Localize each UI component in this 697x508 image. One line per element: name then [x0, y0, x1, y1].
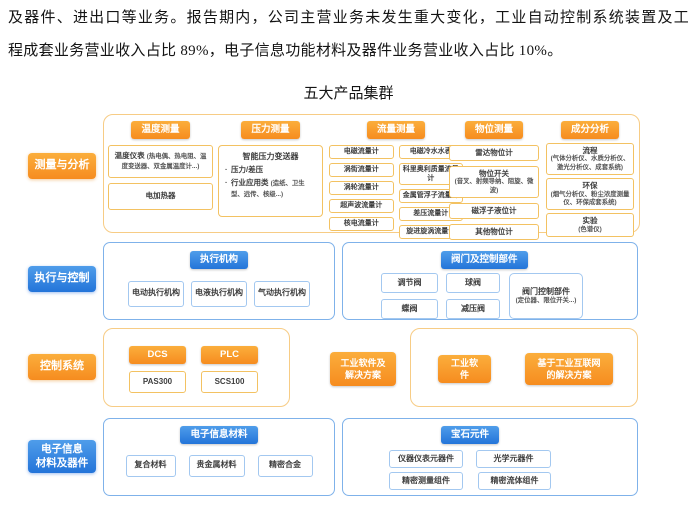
item-title: 温度仪表: [114, 150, 145, 160]
product-item: 电动执行机构: [128, 280, 184, 307]
flow-header: 流量测量: [366, 121, 425, 139]
temperature-header: 温度测量: [131, 121, 190, 139]
temperature-column: 温度测量 温度仪表 (热电偶、热电阻、温度变送器、双金属温度计...) 电加热器: [108, 121, 213, 210]
item-subtext: (烟气分析仪、粉尘浓度测量仪、环保成套系统): [550, 190, 630, 206]
actuators-items: 电动执行机构 电液执行机构 气动执行机构: [128, 280, 310, 307]
item-title: 行业应用类: [231, 178, 269, 187]
product-item: 环保 (烟气分析仪、粉尘浓度测量仪、环保成套系统): [546, 177, 634, 211]
pressure-header: 压力测量: [241, 121, 300, 139]
measurement-analysis-panel: 温度测量 温度仪表 (热电偶、热电阻、温度变送器、双金属温度计...) 电加热器…: [103, 114, 640, 240]
analysis-header: 成分分析: [560, 121, 619, 139]
item-title: 阀门控制部件: [522, 286, 570, 296]
item-subtext: (音叉、射频导纳、阻旋、微波): [454, 178, 534, 194]
product-item: 磁浮子液位计: [449, 202, 539, 219]
product-item: 精密测量组件: [389, 472, 463, 490]
industrial-software-badge: 工业软件及解决方案: [330, 352, 396, 386]
level-header: 物位测量: [464, 121, 523, 139]
item-title: 环保: [582, 180, 598, 190]
dcs-group: DCS PAS300: [129, 346, 186, 393]
figure-title: 五大产品集群: [303, 86, 394, 102]
actuators-panel: 执行机构 电动执行机构 电液执行机构 气动执行机构: [103, 242, 335, 320]
product-item: 电加热器: [108, 182, 213, 210]
row-label-control-system: 控制系统: [28, 354, 96, 380]
product-item: 涡街流量计: [329, 162, 394, 177]
paragraph-line-1: 及器件、进出口等业务。报告期内，公司主营业务未发生重大变化，工业自动控制系统装置…: [8, 10, 689, 26]
product-item: 气动执行机构: [254, 280, 310, 307]
product-item: 温度仪表 (热电偶、热电阻、温度变送器、双金属温度计...): [108, 144, 213, 178]
product-item: 超声波流量计: [329, 198, 394, 213]
materials-items: 复合材料 贵金属材料 精密合金: [125, 454, 313, 477]
flow-items: 电磁流量计 涡街流量计 涡轮流量计 超声波流量计 核电流量计 电磁冷水水表 科里…: [329, 144, 463, 239]
product-item: 阀门控制部件 (定位器、限位开关...): [509, 273, 583, 319]
flow-subcolumn-b: 电磁冷水水表 科里奥利质量流量计 金属管浮子流量计 差压流量计 旋进旋涡流量计: [398, 144, 463, 239]
product-item: 贵金属材料: [188, 454, 245, 477]
materials-header: 电子信息材料: [180, 426, 258, 444]
item-title: 流程: [582, 145, 598, 155]
actuators-header: 执行机构: [189, 251, 248, 269]
product-item: 基于工业互联网的解决方案: [525, 353, 613, 385]
product-item: 球阀: [446, 273, 500, 293]
item-title: 物位开关: [479, 168, 509, 178]
product-item: 光学元器件: [476, 450, 551, 468]
valves-header: 阀门及控制部件: [441, 251, 528, 269]
product-item: 电磁流量计: [329, 144, 394, 159]
product-item: 雷达物位计: [449, 144, 539, 161]
pressure-column: 压力测量 智能压力变送器 压力/差压 行业应用类 (造纸、卫生型、远传、核级..…: [218, 121, 323, 217]
product-item: 蝶阀: [381, 299, 438, 319]
software-solutions-panel: 工业软件 基于工业互联网的解决方案: [410, 328, 638, 407]
product-item: 金属管浮子流量计: [398, 188, 463, 203]
product-item: PAS300: [129, 371, 186, 393]
product-item: 复合材料: [125, 454, 176, 477]
product-item: 核电流量计: [329, 216, 394, 231]
product-item: 涡轮流量计: [329, 180, 394, 195]
product-item: 物位开关 (音叉、射频导纳、阻旋、微波): [449, 165, 539, 198]
item-title: 智能压力变送器: [242, 151, 299, 161]
product-item: 智能压力变送器 压力/差压 行业应用类 (造纸、卫生型、远传、核级...): [218, 144, 323, 217]
control-system-panel: DCS PAS300 PLC SCS100: [103, 328, 290, 407]
product-item: SCS100: [201, 371, 258, 393]
item-subtext: (色谱仪): [578, 226, 602, 234]
row-label-electronic-materials: 电子信息 材料及器件: [28, 440, 96, 473]
item-subtext: (造纸、卫生型、远传、核级...): [231, 180, 305, 198]
product-item: 流程 (气体分析仪、水质分析仪、激光分析仪、成套系统): [546, 142, 634, 175]
gems-header: 宝石元件: [441, 426, 500, 444]
item-subtext: (定位器、限位开关...): [515, 297, 577, 305]
plc-header: PLC: [201, 346, 258, 364]
analysis-column: 成分分析 流程 (气体分析仪、水质分析仪、激光分析仪、成套系统) 环保 (烟气分…: [546, 121, 634, 238]
materials-panel: 电子信息材料 复合材料 贵金属材料 精密合金: [103, 418, 335, 496]
row-label-line2: 材料及器件: [35, 456, 89, 469]
flow-column: 流量测量 电磁流量计 涡街流量计 涡轮流量计 超声波流量计 核电流量计 电磁冷水…: [329, 121, 463, 239]
product-item: 调节阀: [381, 273, 438, 293]
product-item: 电液执行机构: [191, 280, 247, 307]
product-item: 仪器仪表元器件: [389, 450, 463, 468]
gem-components-panel: 宝石元件 仪器仪表元器件 光学元器件 精密测量组件 精密流体组件: [342, 418, 638, 496]
item-subtext: (气体分析仪、水质分析仪、激光分析仪、成套系统): [550, 155, 630, 171]
product-item: 电磁冷水水表: [398, 144, 463, 159]
bullet-item: 压力/差压: [224, 165, 317, 176]
product-item: 实验 (色谱仪): [546, 213, 634, 238]
product-item: 科里奥利质量流量计: [398, 162, 463, 185]
product-item: 减压阀: [446, 299, 500, 319]
row-label-line1: 电子信息: [41, 443, 83, 456]
bullet-item: 行业应用类 (造纸、卫生型、远传、核级...): [224, 178, 317, 200]
product-item: 精密流体组件: [478, 472, 551, 490]
flow-subcolumn-a: 电磁流量计 涡街流量计 涡轮流量计 超声波流量计 核电流量计: [329, 144, 394, 239]
product-item: 其他物位计: [449, 223, 539, 240]
valves-panel: 阀门及控制部件 调节阀 球阀 蝶阀 减压阀 阀门控制部件 (定位器、限位开关..…: [342, 242, 638, 320]
product-item: 工业软件: [438, 355, 491, 383]
row-label-measurement-analysis: 测量与分析: [28, 153, 96, 179]
item-title: 实验: [582, 216, 598, 226]
dcs-header: DCS: [129, 346, 186, 364]
product-item: 旋进旋涡流量计: [398, 224, 463, 239]
paragraph-line-2: 程成套业务营业收入占比 89%，电子信息功能材料及器件业务营业收入占比 10%。: [8, 43, 563, 59]
item-subtext: (热电偶、热电阻、温度变送器、双金属温度计...): [121, 152, 207, 170]
row-label-execution-control: 执行与控制: [28, 266, 96, 292]
product-item: 精密合金: [257, 454, 313, 477]
plc-group: PLC SCS100: [201, 346, 258, 393]
level-column: 物位测量 雷达物位计 物位开关 (音叉、射频导纳、阻旋、微波) 磁浮子液位计 其…: [449, 121, 539, 240]
